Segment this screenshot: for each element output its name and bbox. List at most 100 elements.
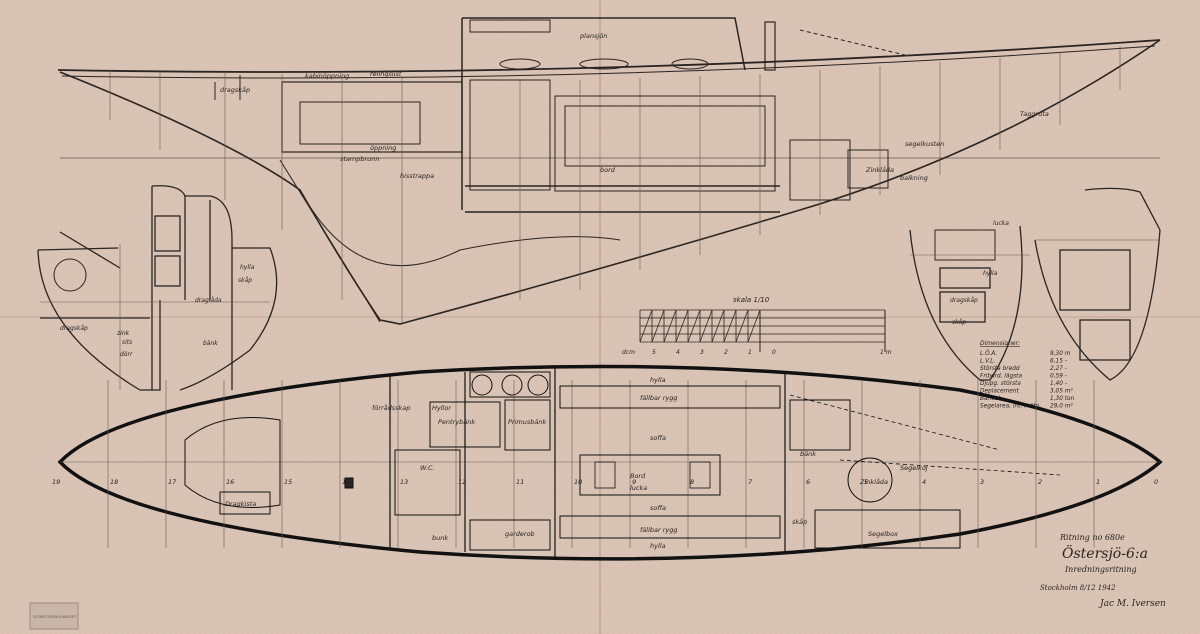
dimension-label: Barlast xyxy=(980,396,1001,402)
label-oppning: öppning xyxy=(370,144,396,152)
label-section-dragskap: dragskåp xyxy=(60,325,88,332)
dimension-label: Största bredd xyxy=(980,366,1020,372)
label-section-bank: bänk xyxy=(203,340,218,347)
label-kist: Zinklåda xyxy=(865,165,894,174)
section-aft xyxy=(37,185,278,391)
dimension-value: 2,27 - xyxy=(1050,366,1067,372)
label-section-dorr: dörr xyxy=(120,351,133,358)
dimension-value: 1,40 - xyxy=(1050,381,1067,387)
dimension-value: 0,59 - xyxy=(1050,374,1067,380)
plan-segelkoj: Segelkoj xyxy=(900,464,928,472)
label-section-dragsk2: dragskåp xyxy=(950,297,978,304)
dimension-value: 29,0 m² xyxy=(1050,403,1073,410)
frame-number: 17 xyxy=(168,478,177,486)
scale-end-label: 1 m xyxy=(880,349,892,356)
dimension-label: Fribord, lägsta xyxy=(980,374,1022,380)
label-tagg: Taggruta xyxy=(1020,110,1049,118)
boat-name: Östersjö-6:a xyxy=(1062,544,1148,562)
drawing-subtitle: Inredningsritning xyxy=(1064,565,1137,574)
plan-pentryb: Pentrybänk xyxy=(438,418,475,426)
label-section-skap: skåp xyxy=(238,277,252,284)
scale-diagonal xyxy=(723,309,737,343)
label-plansh: plansjön xyxy=(579,32,607,40)
plan-soffa-bottom: soffa xyxy=(650,504,666,512)
title-block: Ritning no 680e Östersjö-6:a Inredningsr… xyxy=(1040,533,1166,609)
label-balk: balkning xyxy=(900,174,928,182)
dimension-value: 3,05 m³ xyxy=(1050,388,1073,395)
scale-title: skala 1/10 xyxy=(733,296,770,304)
frame-number: 13 xyxy=(400,478,408,486)
frame-number: 3 xyxy=(980,478,984,486)
dimension-value: 6,15 - xyxy=(1050,359,1067,365)
scale-tick-label: 2 xyxy=(724,349,728,356)
frame-number: 18 xyxy=(110,478,118,486)
drawing-number: Ritning no 680e xyxy=(1059,533,1125,542)
frame-number: 14 xyxy=(342,478,350,486)
scale-zero-label: dcm xyxy=(622,349,635,356)
plan-lucka: lucka xyxy=(630,484,647,492)
label-reling: relingslist xyxy=(370,70,402,78)
plan-bank: bänk xyxy=(800,450,816,458)
dimension-value: 1,30 ton xyxy=(1050,396,1075,402)
museum-stamp: SJÖHISTORISKA MUSEET xyxy=(29,602,79,630)
plan-view xyxy=(57,364,1163,561)
plan-segelbox: Segelbox xyxy=(868,530,898,538)
dimensions-title: Dimensioner: xyxy=(980,340,1020,347)
scale-diagonal xyxy=(639,309,653,343)
scale-diagonal xyxy=(687,309,701,343)
frame-number: 19 xyxy=(52,478,60,486)
scale-tick-label: 4 xyxy=(676,349,680,356)
label-hiss: hisstrappa xyxy=(400,172,434,180)
scale-tick-label: 1 xyxy=(748,349,752,356)
plan-zinklada: Zinklåda xyxy=(859,477,888,486)
plan-faltbar-bottom: fällbar rygg xyxy=(640,526,678,534)
label-bord: bord xyxy=(600,166,616,174)
label-section-hylla: hylla xyxy=(240,264,255,271)
plan-skapp: skåp xyxy=(792,517,807,526)
frame-number: 1 xyxy=(1096,478,1100,486)
label-segel: segelkusten xyxy=(905,140,944,148)
plan-forc: förrådsskap xyxy=(372,403,410,412)
scale-diagonal xyxy=(651,309,665,343)
place-date: Stockholm 8/12 1942 xyxy=(1040,584,1116,592)
plan-faltbar-top: fällbar rygg xyxy=(640,394,678,402)
plan-bord: Bord xyxy=(630,472,646,480)
frame-number: 4 xyxy=(922,478,926,486)
scale-diagonal xyxy=(663,309,677,343)
frame-number: 15 xyxy=(284,478,292,486)
label-section-skap2: skåp xyxy=(952,319,966,326)
frame-number: 11 xyxy=(516,478,524,486)
plan-dragkista: Dragkista xyxy=(225,500,256,508)
plan-primus: Primusbänk xyxy=(508,418,546,426)
plan-hyllor: Hyllor xyxy=(432,404,452,412)
scale-diagonal xyxy=(699,309,713,343)
plan-hylla-bottom: hylla xyxy=(650,542,666,550)
scale-tick-label: 3 xyxy=(700,349,704,356)
profile-view xyxy=(57,17,1161,325)
frame-number: 16 xyxy=(226,478,234,486)
section-fwd xyxy=(909,187,1161,381)
dimension-value: 9,30 m xyxy=(1050,351,1071,357)
label-section-zink: zink xyxy=(116,330,130,337)
dimension-label: L.Ö.A. xyxy=(980,350,997,357)
dimension-label: Deplacement xyxy=(980,389,1020,395)
dimension-label: Segelarea, int. mätn. xyxy=(980,404,1041,410)
label-section-lucka: lucka xyxy=(993,220,1009,227)
plan-bunk: bunk xyxy=(432,534,448,542)
frame-number: 2 xyxy=(1038,478,1042,486)
signature: Jac M. Iversen xyxy=(1098,599,1166,609)
dimensions-table: Dimensioner: L.Ö.A.9,30 mL.V.L.6,15 -Stö… xyxy=(980,340,1075,410)
frame-number: 5 xyxy=(864,478,868,486)
scale-tick-label: 0 xyxy=(772,349,776,356)
scale-diagonal xyxy=(711,309,725,343)
label-kabin: kabinöppning xyxy=(305,72,349,80)
scale-diagonal xyxy=(675,309,689,343)
frame-number: 9 xyxy=(632,478,636,486)
frame-number: 10 xyxy=(574,478,582,486)
scale-diagonal xyxy=(747,309,761,343)
label-section-draglada: draglåda xyxy=(195,297,222,304)
plan-hylla-top: hylla xyxy=(650,376,666,384)
